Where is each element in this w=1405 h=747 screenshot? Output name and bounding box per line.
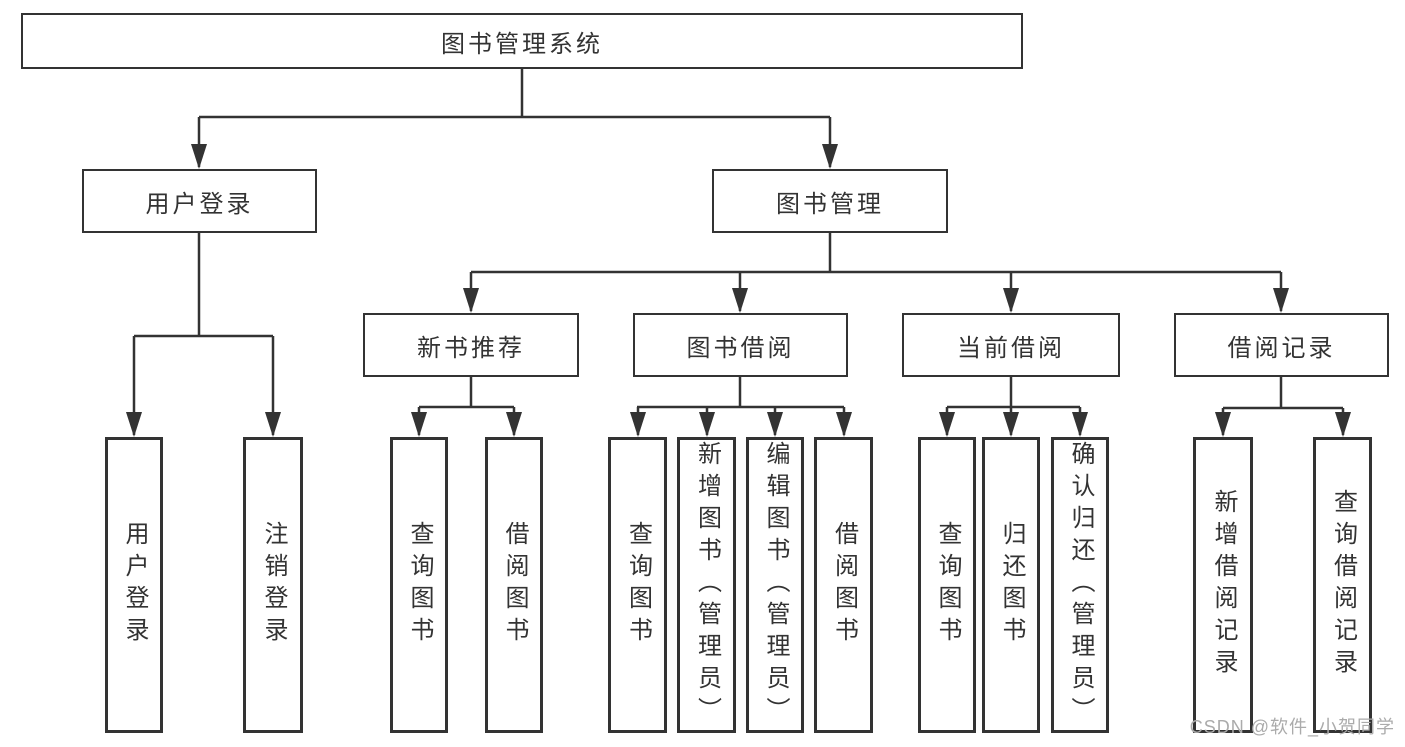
leaf-query-books-borrow: 查询图书 — [608, 437, 667, 733]
node-borrow-records: 借阅记录 — [1174, 313, 1389, 377]
leaf-return-books-label: 归还图书 — [998, 521, 1025, 649]
node-new-book-recommend: 新书推荐 — [363, 313, 579, 377]
node-book-borrow: 图书借阅 — [633, 313, 848, 377]
leaf-logout-label: 注销登录 — [260, 521, 287, 649]
leaf-add-books-admin-label: 新增图书（管理员） — [693, 441, 721, 729]
csdn-watermark: CSDN @软件_小贺同学 — [1189, 717, 1395, 737]
node-current-borrow: 当前借阅 — [902, 313, 1120, 377]
leaf-query-books-recommend: 查询图书 — [390, 437, 448, 733]
leaf-query-books-current: 查询图书 — [918, 437, 976, 733]
leaf-confirm-return-admin: 确认归还（管理员） — [1051, 437, 1109, 733]
leaf-edit-books-admin-label: 编辑图书（管理员） — [762, 441, 789, 729]
leaf-add-borrow-record-label: 新增借阅记录 — [1210, 489, 1237, 681]
leaf-return-books: 归还图书 — [982, 437, 1040, 733]
node-book-management: 图书管理 — [712, 169, 948, 233]
leaf-query-borrow-record: 查询借阅记录 — [1313, 437, 1372, 733]
leaf-add-borrow-record: 新增借阅记录 — [1193, 437, 1253, 733]
leaf-borrow-books-recommend-label: 借阅图书 — [501, 521, 528, 649]
node-library-management-system: 图书管理系统 — [21, 13, 1023, 69]
leaf-borrow-books-recommend: 借阅图书 — [485, 437, 543, 733]
leaf-logout: 注销登录 — [243, 437, 303, 733]
leaf-add-books-admin: 新增图书（管理员） — [677, 437, 736, 733]
leaf-query-books-current-label: 查询图书 — [934, 521, 961, 649]
leaf-borrow-books-label: 借阅图书 — [830, 521, 858, 649]
leaf-query-borrow-record-label: 查询借阅记录 — [1329, 489, 1357, 681]
leaf-query-books-borrow-label: 查询图书 — [624, 521, 652, 649]
leaf-confirm-return-admin-label: 确认归还（管理员） — [1067, 441, 1094, 729]
leaf-borrow-books: 借阅图书 — [814, 437, 873, 733]
node-user-login: 用户登录 — [82, 169, 317, 233]
leaf-user-login-label: 用户登录 — [121, 521, 148, 649]
leaf-user-login: 用户登录 — [105, 437, 163, 733]
leaf-query-books-recommend-label: 查询图书 — [406, 521, 433, 649]
leaf-edit-books-admin: 编辑图书（管理员） — [746, 437, 804, 733]
